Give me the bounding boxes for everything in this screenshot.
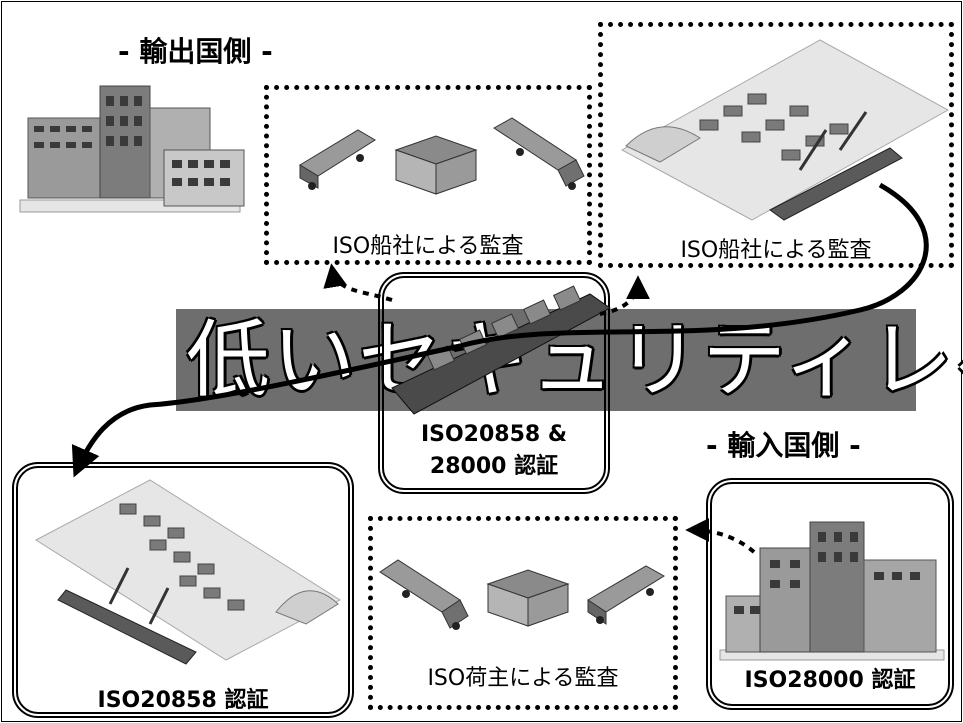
import-logistics-audit-label: ISO荷主による監査 (427, 666, 619, 691)
export-container-truck-right-icon (493, 117, 585, 190)
export-logistics-audit-label: ISO船社による監査 (332, 234, 524, 259)
export-side-heading: - 輸出国側 - (118, 35, 273, 68)
center-cert-box (378, 272, 610, 494)
main-flow-arrow (71, 182, 929, 478)
dotted-arrow-to-export-port (599, 275, 650, 316)
export-warehouse-icon (394, 135, 478, 195)
import-logistics-audit-box (368, 516, 678, 710)
dotted-arrow-to-export-logistics (323, 263, 393, 302)
export-logistics-audit-box (264, 85, 592, 265)
export-port-audit-box (598, 22, 954, 268)
center-container-ship-icon (391, 285, 611, 415)
export-office-buildings-icon (19, 85, 245, 213)
import-side-heading: - 輸入国側 - (706, 429, 861, 462)
export-port-terminal-icon (620, 39, 950, 221)
import-port-cert-box (12, 462, 354, 718)
import-warehouse-icon (486, 569, 570, 627)
import-port-cert-label: ISO20858 認証 (97, 688, 269, 713)
center-cert-line1: ISO20858 & (420, 422, 568, 447)
import-company-cert-box (706, 478, 954, 710)
import-office-buildings-icon (719, 521, 945, 661)
center-cert-line2: 28000 認証 (429, 454, 559, 479)
import-port-terminal-icon (35, 479, 341, 665)
export-container-truck-left-icon (299, 129, 376, 190)
export-port-audit-label: ISO船社による監査 (680, 238, 872, 263)
import-container-truck-left-icon (379, 559, 469, 630)
dotted-arrow-to-import-logistics (685, 518, 756, 554)
import-company-cert-label: ISO28000 認証 (744, 668, 916, 693)
import-container-truck-right-icon (587, 565, 665, 625)
